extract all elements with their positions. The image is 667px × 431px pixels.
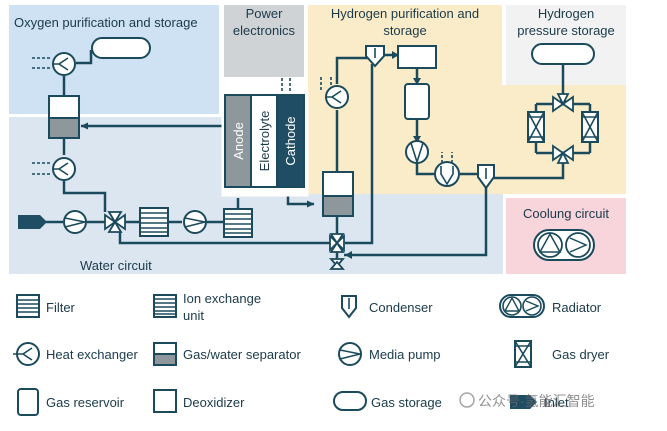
watermark-text: 公众号·氢能汇智能 [478,393,595,409]
arrow-into-tank [392,51,399,59]
h2-storage-title-line1: Hydrogen [538,6,594,21]
hydrogen-gas-storage [531,43,595,65]
oxygen-heat-exchanger-icon [52,52,76,76]
pipe-lower-hx-to-valve [62,181,107,212]
hydrogen-condenser-icon [365,45,385,68]
legend-gas-reservoir-icon [17,388,39,416]
legend-heat-exchanger-icon [13,342,40,366]
water-media-pump-icon [63,210,87,234]
storage-bottom-valve-icon [552,144,574,164]
legend-gas-dryer-label: Gas dryer [552,347,610,362]
stub-o2-hx [32,57,52,69]
hydrogen-deoxidizer-box [397,45,437,69]
legend: Filter Ion exchange unit Condenser Radia… [13,291,610,416]
power-zone-title-line1: Power [246,6,284,21]
legend-ion-exchange-label-2: unit [183,308,204,323]
anode-label: Anode [231,122,246,160]
legend-gas-reservoir-label: Gas reservoir [46,395,125,410]
water-deoxidizer-filter-icon [223,208,253,238]
stub-lower-hx [32,162,52,175]
hydrogen-heat-exchanger-icon [325,85,349,109]
water-circuit-title: Water circuit [80,258,152,273]
oxygen-zone-title: Oxygen purification and storage [14,15,198,30]
oxygen-gas-water-separator-icon [48,95,80,139]
hydrogen-gas-water-separator-icon [322,171,354,217]
legend-gas-storage-label: Gas storage [371,395,442,410]
legend-media-pump-icon [338,342,362,366]
legend-gas-water-separator-icon [153,342,177,366]
cathode-label: Cathode [283,116,298,165]
pipe-drain-valve-to-water [118,232,331,245]
legend-gas-water-separator-label: Gas/water separator [183,347,301,362]
legend-filter-icon [16,294,40,318]
pipe-o2-hx-to-storage [76,50,93,65]
oxygen-zone [9,5,219,114]
legend-deoxidizer-label: Deoxidizer [183,395,245,410]
watermark-logo-icon [459,392,475,408]
lower-valve-icon [329,258,345,270]
legend-gas-dryer-icon [514,340,532,368]
pipe-h2-hx-to-condenser [335,56,372,84]
stub-cathode [281,77,291,96]
storage-top-valve-icon [552,93,574,113]
water-media-pump-2-icon [183,210,207,234]
pipe-condenser-to-storage [494,158,565,180]
hydrogen-zone-title-line2: storage [383,23,426,38]
arrow-into-column [413,78,421,85]
water-three-way-valve-icon [104,211,126,233]
water-inlet-icon [18,215,47,229]
oxygen-gas-storage [91,37,151,59]
arrow-into-pump [413,136,421,143]
pipe-condenser-top-return [345,64,374,245]
electrolyzer-stack: Anode Electrolyte Cathode [221,91,309,197]
legend-ion-exchange-icon [153,294,177,318]
gas-dryer-right-icon [581,111,599,143]
legend-deoxidizer-icon [153,389,177,413]
arrow-return-left [345,251,352,259]
legend-radiator-icon [499,294,545,318]
hydrogen-zone-title-line1: Hydrogen purification and [331,6,479,21]
hydrogen-gas-reservoir-column [404,83,430,120]
cooling-radiator-icon [533,229,595,261]
electrolyte-label: Electrolyte [257,111,272,172]
legend-inlet-icon [510,395,537,409]
power-zone-title-line2: electronics [233,23,296,38]
watermark: 公众号·氢能汇智能 [459,392,595,409]
pipe-condenser-return [344,188,488,257]
legend-gas-storage-icon [333,391,367,411]
hydrogen-heat-exchanger-2-icon [434,161,460,187]
cooling-zone-title: Coolung circuit [523,206,609,221]
legend-radiator-label: Radiator [552,300,602,315]
lower-heat-exchanger-icon [52,157,76,181]
ion-exchange-unit-icon [139,207,169,237]
legend-heat-exchanger-label: Heat exchanger [46,347,138,362]
power-electronics-zone [224,5,304,77]
legend-condenser-label: Condenser [369,300,433,315]
cathode-cell [276,94,305,188]
legend-inlet-label: Inlet [544,395,569,410]
legend-ion-exchange-label-1: Ion exchange [183,291,261,306]
h2-storage-title-line2: pressure storage [517,23,615,38]
pipe-pump-to-hx [415,163,434,176]
hydrogen-media-pump-icon [405,140,429,165]
legend-media-pump-label: Media pump [369,347,441,362]
legend-condenser-icon [341,295,357,319]
drain-three-way-valve-icon [329,233,345,253]
gas-dryer-left-icon [527,111,545,143]
legend-filter-label: Filter [46,300,76,315]
hydrogen-condenser-2-icon [477,164,495,190]
